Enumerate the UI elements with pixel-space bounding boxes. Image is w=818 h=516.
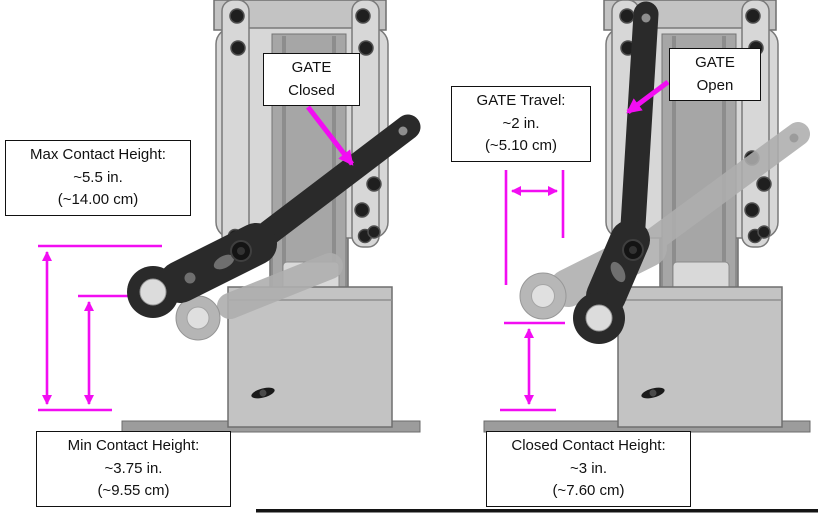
- screw-icon: [619, 8, 635, 24]
- screw-icon: [744, 202, 760, 218]
- max-contact-height-label: Max Contact Height: ~5.5 in. (~14.00 cm): [5, 140, 191, 216]
- screw-icon: [230, 40, 246, 56]
- label-line: (~7.60 cm): [552, 482, 625, 500]
- max-contact-dimension: [38, 244, 162, 412]
- label-line: GATE: [695, 54, 735, 71]
- label-line: Open: [696, 76, 734, 94]
- screw-icon: [756, 176, 772, 192]
- gate-arm-closed: [127, 114, 421, 318]
- screw-icon: [354, 202, 370, 218]
- label-line: ~2 in.: [502, 114, 540, 132]
- screw-icon: [745, 8, 761, 24]
- gate-arm-ghost-left: [175, 253, 343, 341]
- rail-left-left: [221, 0, 250, 248]
- closed-contact-height-label: Closed Contact Height: ~3 in. (~7.60 cm): [486, 431, 691, 507]
- wing-nut-icon: [251, 387, 275, 399]
- bottom-border-line: [256, 509, 818, 513]
- screw-icon: [355, 8, 371, 24]
- label-line: ~5.5 in.: [73, 168, 123, 186]
- closed-contact-dimension: [500, 321, 565, 412]
- label-line: Closed: [288, 81, 335, 99]
- label-line: (~14.00 cm): [57, 191, 139, 209]
- screw-icon: [229, 8, 245, 24]
- label-line: ~3 in.: [569, 459, 608, 477]
- label-line: Max Contact Height:: [30, 146, 166, 164]
- label-line: Min Contact Height:: [67, 437, 200, 455]
- screw-icon: [366, 176, 382, 192]
- label-line: ~3.75 in.: [104, 459, 163, 477]
- gate-open-pointer-arrow: [626, 80, 670, 114]
- gate-closed-label: GATE Closed: [263, 53, 360, 106]
- gate-travel-label: GATE Travel: ~2 in. (~5.10 cm): [451, 86, 591, 162]
- label-line: Closed Contact Height:: [511, 437, 666, 455]
- label-line: (~9.55 cm): [97, 482, 170, 500]
- gate-open-label: GATE Open: [669, 48, 761, 101]
- gate-arm-open: [573, 1, 659, 344]
- screw-icon: [367, 225, 381, 239]
- label-line: GATE Travel:: [476, 92, 566, 110]
- label-line: (~5.10 cm): [484, 137, 558, 155]
- screw-icon: [358, 40, 374, 56]
- cabinet-left: [227, 286, 393, 428]
- screw-icon: [757, 225, 771, 239]
- min-contact-height-label: Min Contact Height: ~3.75 in. (~9.55 cm): [36, 431, 231, 507]
- cabinet-right: [617, 286, 783, 428]
- gate-closed-pointer-arrow: [306, 105, 354, 166]
- label-line: GATE: [291, 59, 332, 76]
- wing-nut-icon: [641, 387, 665, 399]
- gate-travel-dimension: [504, 170, 565, 285]
